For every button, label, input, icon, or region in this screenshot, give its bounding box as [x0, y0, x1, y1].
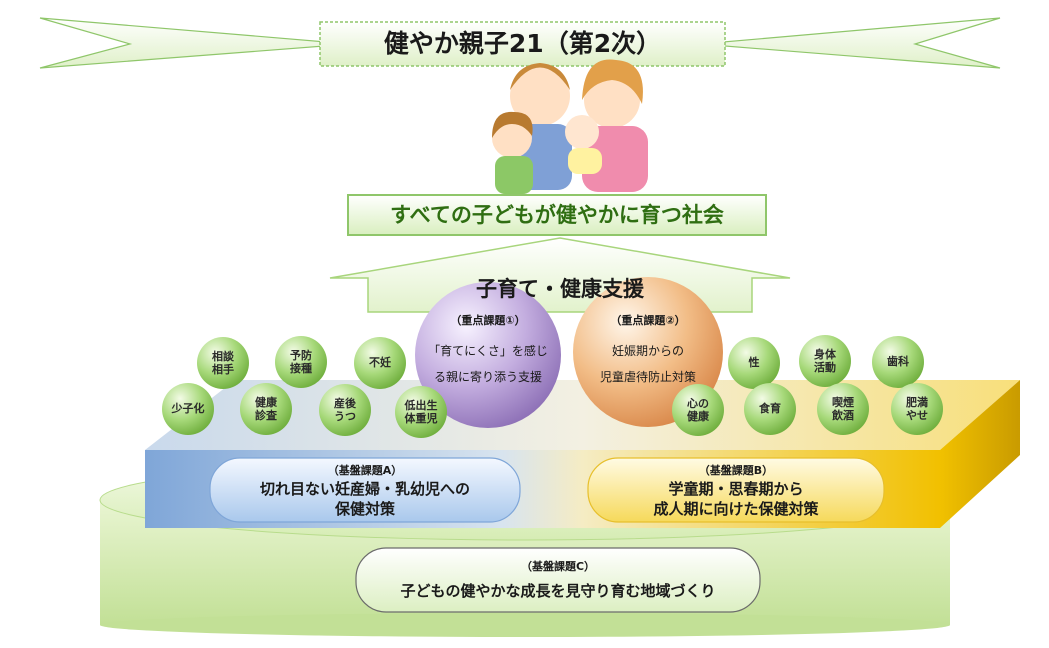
support-arrow-label: 子育て・健康支援 — [476, 277, 644, 301]
topic-label: 性 — [748, 356, 760, 369]
base-b-line2: 成人期に向けた保健対策 — [653, 500, 819, 518]
vision-text: すべての子どもが健やかに育つ社会 — [390, 203, 724, 227]
topic-ball-left — [275, 336, 327, 388]
base-a-heading: （基盤課題A） — [327, 464, 403, 477]
topic-label: 相談相手 — [212, 350, 234, 376]
topic-label: 健康診査 — [255, 396, 277, 422]
topic-label: 喫煙飲酒 — [832, 396, 854, 422]
base-b-heading: （基盤課題B） — [698, 464, 774, 477]
base-b-pill — [587, 457, 885, 523]
topic-ball-left — [162, 383, 214, 435]
topic-ball-left — [197, 337, 249, 389]
priority-2-line1: 妊娠期からの — [611, 344, 684, 358]
title-banner — [39, 17, 1001, 69]
topic-ball-right — [891, 383, 943, 435]
topic-label: 身体活動 — [814, 348, 836, 374]
priority-1-heading: （重点課題①） — [450, 314, 526, 327]
base-a-line2: 保健対策 — [334, 500, 395, 518]
topic-label: 歯科 — [887, 355, 909, 368]
vision-box — [347, 194, 767, 236]
priority-2-line2: 児童虐待防止対策 — [599, 370, 696, 384]
base-c-line1: 子どもの健やかな成長を見守り育む地域づくり — [400, 582, 716, 600]
topic-label: 少子化 — [171, 402, 205, 415]
topic-label: 食育 — [759, 402, 781, 415]
topic-label: 不妊 — [369, 356, 391, 369]
topic-label: 予防接種 — [290, 349, 312, 375]
topic-ball-left — [354, 337, 406, 389]
base-c-pill — [355, 547, 761, 613]
topic-ball-left — [240, 383, 292, 435]
base-a-pill — [209, 457, 521, 523]
topic-label: 肥満やせ — [906, 396, 928, 422]
topic-ball-right — [799, 335, 851, 387]
topic-label: 心の健康 — [687, 397, 709, 423]
topic-ball-right — [817, 383, 869, 435]
base-b-line1: 学童期・思春期から — [668, 480, 804, 498]
priority-1-line1: 「育てにくさ」を感じ — [428, 344, 548, 358]
base-c-heading: （基盤課題C） — [520, 560, 596, 573]
topic-label: 産後うつ — [334, 397, 356, 423]
topic-ball-left — [395, 386, 447, 438]
priority-1-line2: る親に寄り添う支援 — [433, 370, 542, 384]
topic-label: 低出生体重児 — [404, 399, 438, 425]
priority-1-ball — [415, 282, 561, 428]
topic-ball-left — [319, 384, 371, 436]
topic-ball-right — [872, 336, 924, 388]
priority-2-heading: （重点課題②） — [610, 314, 686, 327]
topic-ball-right — [672, 384, 724, 436]
topic-ball-right — [744, 383, 796, 435]
topic-ball-right — [728, 337, 780, 389]
base-a-line1: 切れ目ない妊産婦・乳幼児への — [259, 480, 470, 498]
family-illustration — [492, 59, 648, 194]
diagram-title: 健やか親子21（第2次） — [383, 29, 662, 58]
